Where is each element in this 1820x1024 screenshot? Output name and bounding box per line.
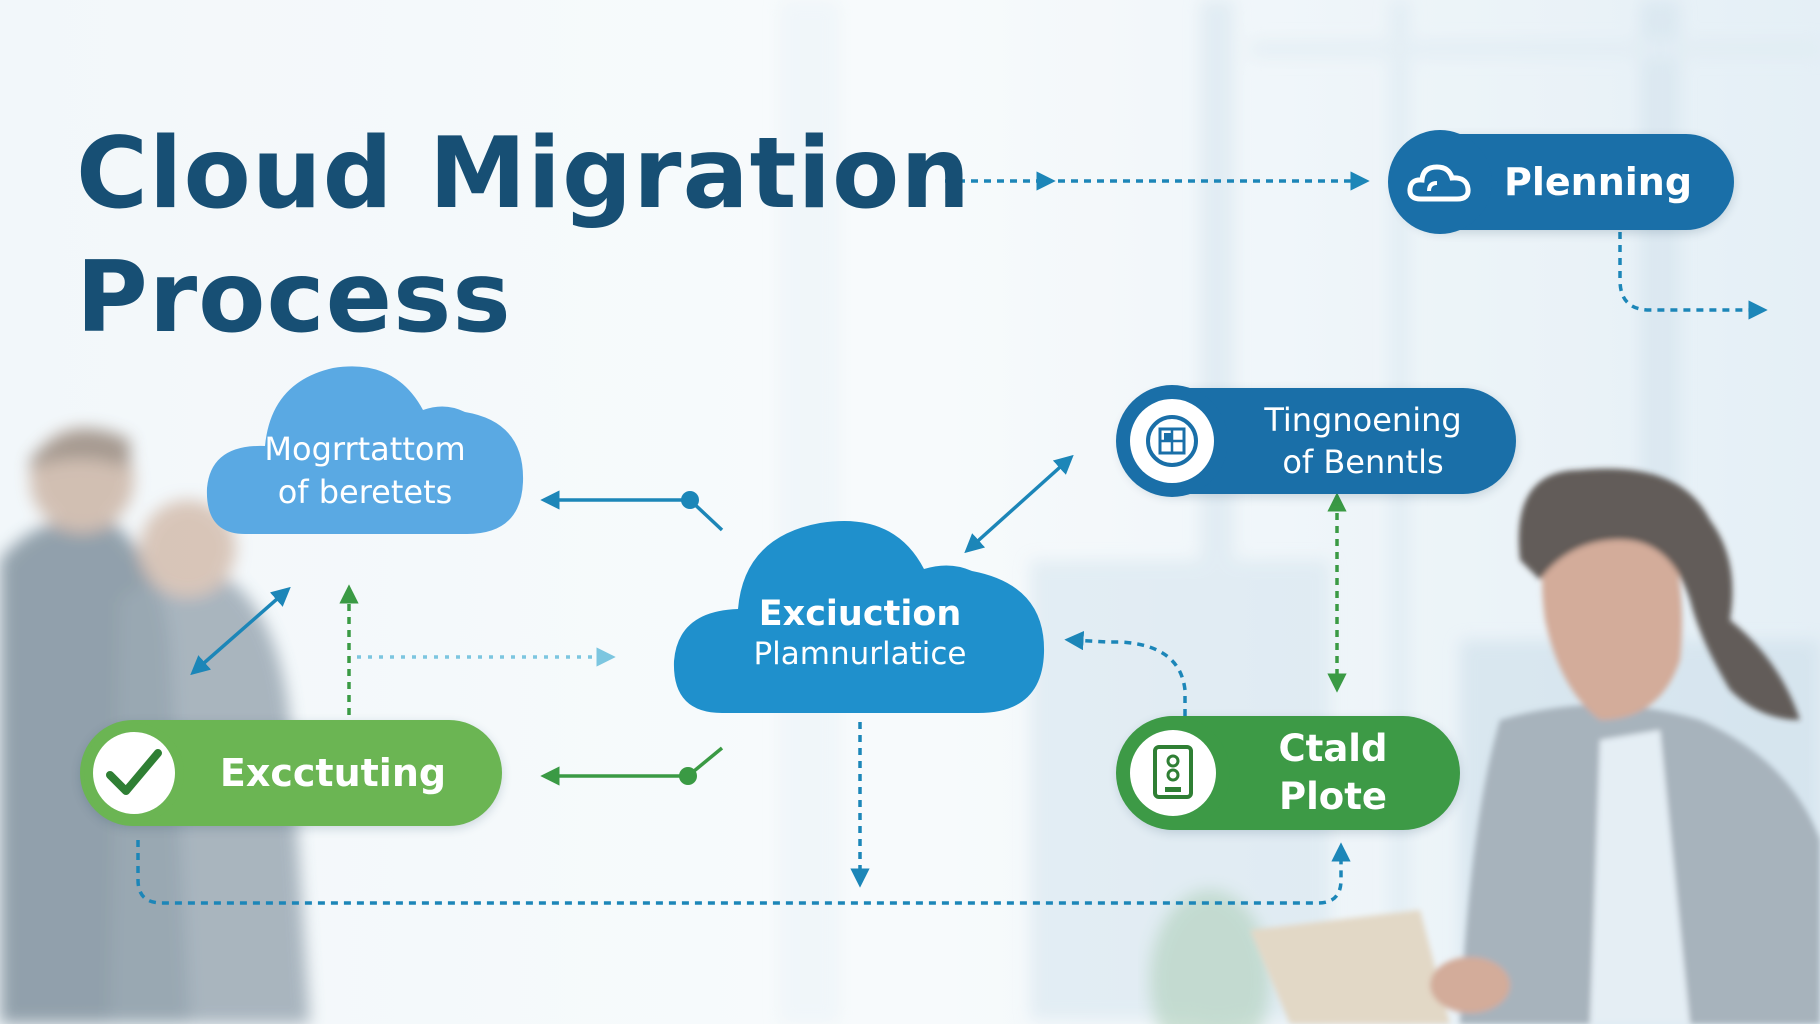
server-device-icon [1116,716,1230,830]
testing-line-1: Tingnoening [1264,401,1462,439]
loop-bottom [136,840,1351,905]
migration-cloud[interactable] [205,362,527,538]
arrow-planning-out [1618,232,1768,320]
arrow-center-to-testing [964,454,1074,554]
page-title: Cloud Migration Process [76,112,971,360]
title-line-1: Cloud Migration [76,117,972,231]
complete-node[interactable]: Ctald Plote [1116,716,1460,830]
execution-text: Exciuction Plamnurlatice [690,592,1030,672]
planning-label: Plenning [1504,160,1693,204]
cloud-icon [1388,130,1492,234]
executing-node[interactable]: Excctuting [80,720,502,826]
planning-node[interactable]: Plenning [1388,130,1734,234]
migration-line-1: Mogrrtattom [264,430,466,468]
executing-label: Excctuting [219,751,447,795]
migration-text: Mogrrtattom of beretets [215,428,515,514]
arrow-migration-to-executing [190,586,291,676]
execution-cloud[interactable] [672,515,1048,717]
testing-label: Tingnoening of Benntls [1228,399,1516,483]
complete-line-1: Ctald [1278,727,1388,770]
checkmark-icon [84,723,184,823]
testing-node[interactable]: Tingnoening of Benntls [1116,385,1516,497]
testing-line-2: of Benntls [1282,443,1444,481]
execution-line-1: Exciuction [758,594,962,634]
execution-line-2: Plamnurlatice [753,636,967,672]
complete-line-2: Plote [1278,775,1387,818]
title-line-2: Process [76,241,512,355]
blueprint-icon [1116,385,1228,497]
arrow-complete-to-center [1064,631,1187,716]
complete-label: Ctald Plote [1230,725,1460,821]
migration-line-2: of beretets [277,473,453,511]
